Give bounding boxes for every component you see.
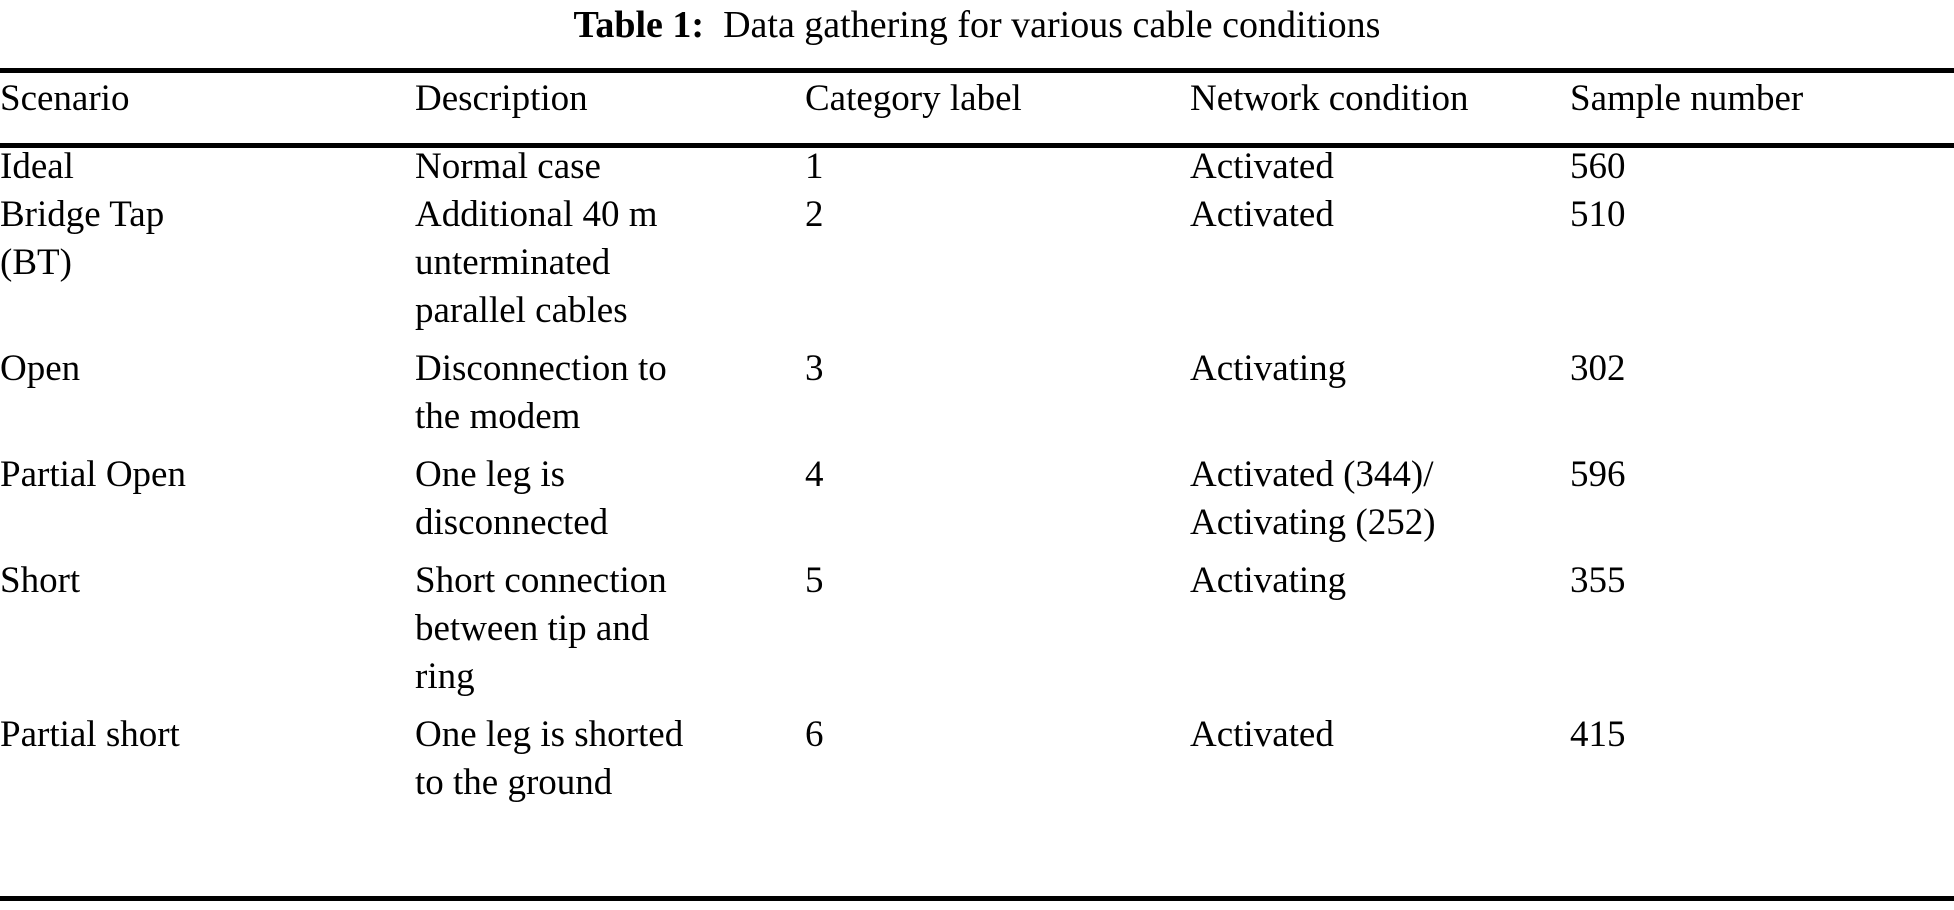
cell-text: 4	[805, 454, 824, 495]
cell-text: Activated (344)/	[1190, 454, 1434, 495]
cell-description: Disconnection to the modem	[415, 345, 805, 451]
cell-text: Disconnection to	[415, 348, 667, 389]
cell-sample-number: 596	[1570, 451, 1954, 557]
cell-category-label: 1	[805, 143, 1190, 191]
cell-text: Open	[0, 348, 81, 389]
cell-text: (BT)	[0, 242, 72, 283]
cell-scenario: Short	[0, 557, 415, 711]
table-caption-description: Data gathering for various cable conditi…	[723, 4, 1381, 46]
cell-network-condition: Activating	[1190, 557, 1570, 711]
cell-text: Ideal	[0, 146, 74, 187]
cell-text: 2	[805, 194, 824, 235]
cell-text: Activating (252)	[1190, 502, 1436, 543]
table-row: Partial Open One leg is disconnected 4 A…	[0, 451, 1954, 557]
cell-description: One leg is shorted to the ground	[415, 711, 805, 817]
cell-scenario: Partial Open	[0, 451, 415, 557]
table-header-row: Scenario Description Category label Netw…	[0, 73, 1954, 143]
cell-sample-number: 302	[1570, 345, 1954, 451]
table-row: Ideal Normal case 1 Activated 560	[0, 143, 1954, 191]
table-bottom-rule	[0, 896, 1954, 901]
cell-network-condition: Activating	[1190, 345, 1570, 451]
cell-scenario: Bridge Tap (BT)	[0, 191, 415, 345]
table-row: Bridge Tap (BT) Additional 40 m untermin…	[0, 191, 1954, 345]
cell-scenario: Open	[0, 345, 415, 451]
cell-category-label: 2	[805, 191, 1190, 345]
cell-text: Partial Open	[0, 454, 186, 495]
cell-description: Normal case	[415, 143, 805, 191]
cell-text: 3	[805, 348, 824, 389]
column-header-scenario: Scenario	[0, 78, 130, 119]
cell-text: 510	[1570, 194, 1626, 235]
cell-text: unterminated	[415, 242, 611, 283]
table-body: Ideal Normal case 1 Activated 560	[0, 143, 1954, 817]
cell-text: 6	[805, 714, 824, 755]
cell-network-condition: Activated (344)/ Activating (252)	[1190, 451, 1570, 557]
column-header-sample-number: Sample number	[1570, 78, 1804, 119]
cell-network-condition: Activated	[1190, 143, 1570, 191]
cell-network-condition: Activated	[1190, 191, 1570, 345]
cell-description: Short connection between tip and ring	[415, 557, 805, 711]
table-row: Partial short One leg is shorted to the …	[0, 711, 1954, 817]
table-row: Short Short connection between tip and r…	[0, 557, 1954, 711]
cell-text: Activating	[1190, 560, 1347, 601]
cell-text: Bridge Tap	[0, 194, 165, 235]
cell-text: 302	[1570, 348, 1626, 389]
cell-text: 1	[805, 146, 824, 187]
cell-text: Short	[0, 560, 81, 601]
table-top-rule	[0, 68, 1954, 73]
data-table: Scenario Description Category label Netw…	[0, 73, 1954, 817]
cell-text: Activated	[1190, 194, 1334, 235]
cell-sample-number: 355	[1570, 557, 1954, 711]
cell-text: 355	[1570, 560, 1626, 601]
cell-text: Partial short	[0, 714, 180, 755]
cell-text: Activated	[1190, 714, 1334, 755]
table-header: Scenario Description Category label Netw…	[0, 73, 1954, 143]
cell-text: 560	[1570, 146, 1626, 187]
column-header-network-condition: Network condition	[1190, 78, 1469, 119]
table-row: Open Disconnection to the modem 3 Activa…	[0, 345, 1954, 451]
cell-text: Activating	[1190, 348, 1347, 389]
cell-category-label: 4	[805, 451, 1190, 557]
cell-sample-number: 560	[1570, 143, 1954, 191]
column-header-description: Description	[415, 78, 588, 119]
cell-text: Additional 40 m	[415, 194, 658, 235]
table-caption-label: Table 1:	[573, 4, 705, 46]
cell-text: 5	[805, 560, 824, 601]
cell-text: 415	[1570, 714, 1626, 755]
table-container: Scenario Description Category label Netw…	[0, 73, 1954, 817]
cell-text: Activated	[1190, 146, 1334, 187]
cell-sample-number: 510	[1570, 191, 1954, 345]
cell-category-label: 5	[805, 557, 1190, 711]
cell-network-condition: Activated	[1190, 711, 1570, 817]
cell-text: to the ground	[415, 762, 613, 803]
cell-text: the modem	[415, 396, 581, 437]
cell-text: ring	[415, 656, 475, 697]
table-caption-text: Data gathering for various cable conditi…	[704, 4, 1380, 46]
cell-text: One leg is shorted	[415, 714, 684, 755]
cell-text: disconnected	[415, 502, 609, 543]
cell-category-label: 3	[805, 345, 1190, 451]
table-caption: Table 1: Data gathering for various cabl…	[0, 2, 1954, 48]
cell-scenario: Ideal	[0, 143, 415, 191]
cell-text: Normal case	[415, 146, 601, 187]
table-header-rule	[0, 143, 1954, 148]
cell-description: One leg is disconnected	[415, 451, 805, 557]
cell-text: One leg is	[415, 454, 566, 495]
column-header-category-label: Category label	[805, 78, 1022, 119]
cell-scenario: Partial short	[0, 711, 415, 817]
cell-text: parallel cables	[415, 290, 628, 331]
cell-sample-number: 415	[1570, 711, 1954, 817]
cell-text: between tip and	[415, 608, 650, 649]
cell-category-label: 6	[805, 711, 1190, 817]
cell-description: Additional 40 m unterminated parallel ca…	[415, 191, 805, 345]
cell-text: Short connection	[415, 560, 667, 601]
cell-text: 596	[1570, 454, 1626, 495]
